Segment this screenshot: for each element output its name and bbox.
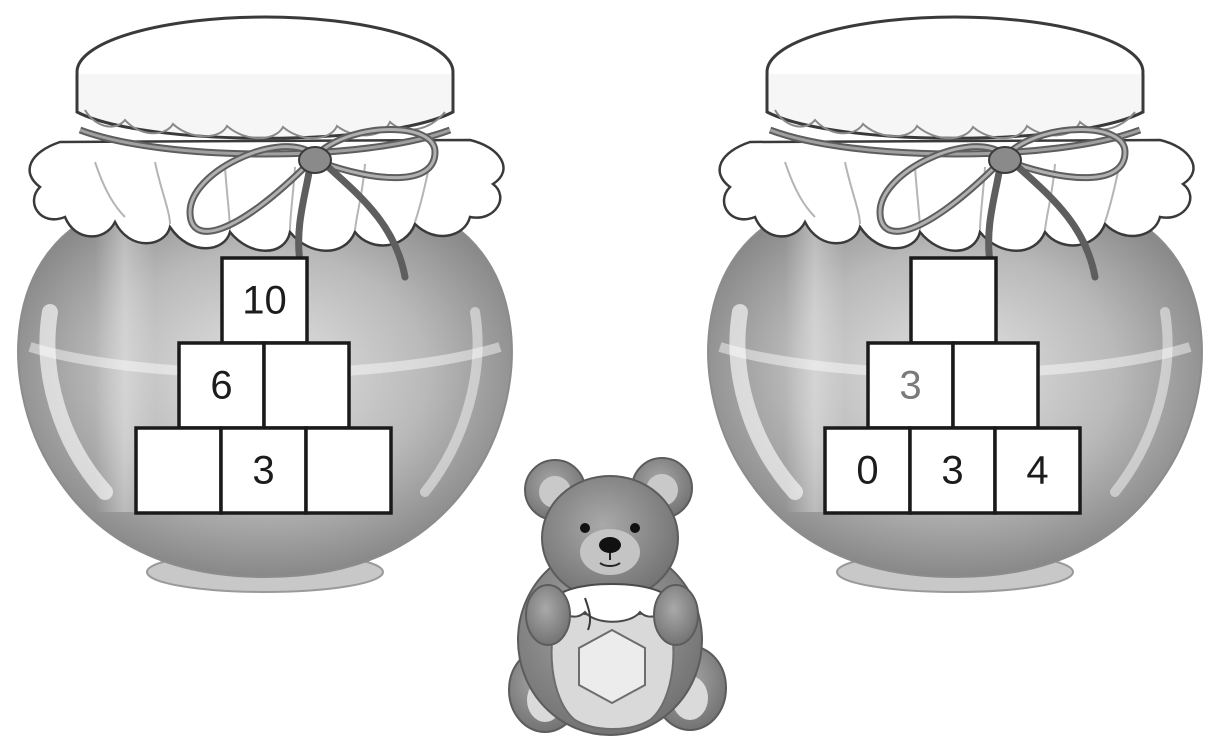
left-pyramid-bottom-cell-1[interactable] [136,428,221,513]
bear-nose [599,537,621,553]
left-pyramid-middle-value-1: 6 [210,364,232,408]
bear-left-eye [580,523,590,533]
right-pyramid-bottom-value-3: 4 [1026,449,1048,493]
teddy-bear-with-honey-jar [509,458,726,735]
right-pyramid-middle-cell-2[interactable] [953,343,1038,428]
left-pyramid-top-value: 10 [242,279,287,323]
right-pyramid-top-cell[interactable] [911,258,996,343]
bear-right-eye [630,523,640,533]
left-pyramid-middle-cell-2[interactable] [264,343,349,428]
right-pyramid-bottom-value-1: 0 [856,449,878,493]
right-pyramid-bottom-value-2: 3 [941,449,963,493]
left-pyramid-bottom-value-2: 3 [252,449,274,493]
left-pyramid-bottom-cell-3[interactable] [306,428,391,513]
right-pyramid-middle-value-1: 3 [899,364,921,408]
